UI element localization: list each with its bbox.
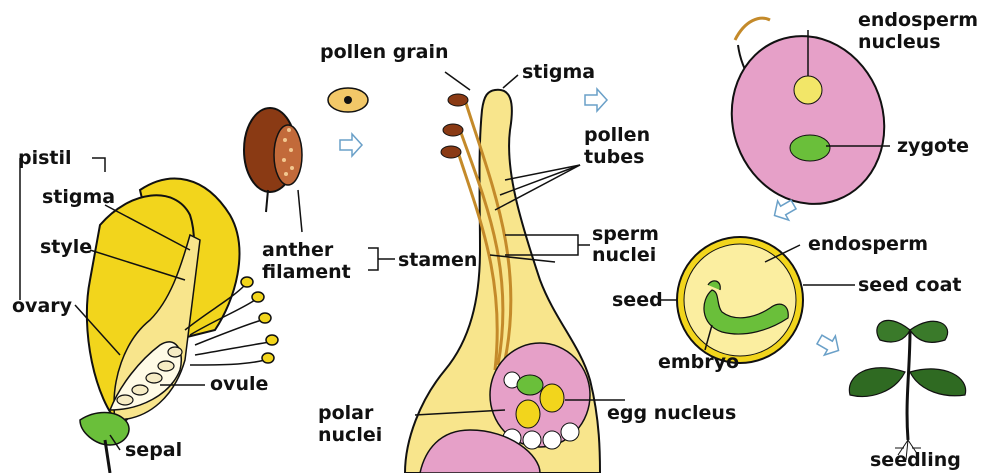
label-stamen: stamen (398, 250, 477, 270)
label-stigma-center: stigma (522, 62, 595, 82)
label-pollen-tubes-line2: tubes (584, 147, 644, 167)
endosperm-nucleus-shape (794, 76, 822, 104)
label-pollen-tubes-line1: pollen (584, 125, 650, 145)
label-stigma-left: stigma (42, 187, 115, 207)
label-endosperm-nucleus-line1: endosperm (858, 10, 978, 30)
label-endosperm-nucleus-line2: nucleus (858, 32, 941, 52)
label-pollen-grain: pollen grain (320, 42, 449, 62)
label-ovule: ovule (210, 374, 268, 394)
pollen-grain-illustration (328, 88, 368, 112)
label-zygote: zygote (897, 136, 969, 156)
seedling-illustration (849, 320, 965, 460)
label-embryo: embryo (658, 352, 739, 372)
label-anther: anther (262, 240, 333, 260)
label-sperm-nuclei-line1: sperm (592, 224, 659, 244)
outline-arrow-icon (814, 330, 844, 360)
label-seed-coat: seed coat (858, 275, 962, 295)
outline-arrow-icon (340, 134, 362, 156)
label-filament: filament (262, 262, 351, 282)
label-egg-nucleus: egg nucleus (607, 403, 736, 423)
zygote-shape (790, 135, 830, 161)
label-sepal: sepal (125, 440, 182, 460)
flower-anthers (241, 277, 278, 363)
label-pistil: pistil (18, 148, 72, 168)
label-sperm-nuclei-line2: nuclei (592, 245, 656, 265)
label-polar-nuclei-line1: polar (318, 403, 373, 423)
label-seedling: seedling (870, 450, 961, 470)
stigma-pollen (441, 94, 468, 158)
label-style: style (40, 237, 92, 257)
outline-arrow-icon (585, 89, 607, 111)
label-polar-nuclei-line2: nuclei (318, 425, 382, 445)
anther-filament-line (266, 190, 268, 212)
label-endosperm: endosperm (808, 234, 928, 254)
label-ovary: ovary (12, 296, 72, 316)
label-seed: seed (612, 290, 663, 310)
